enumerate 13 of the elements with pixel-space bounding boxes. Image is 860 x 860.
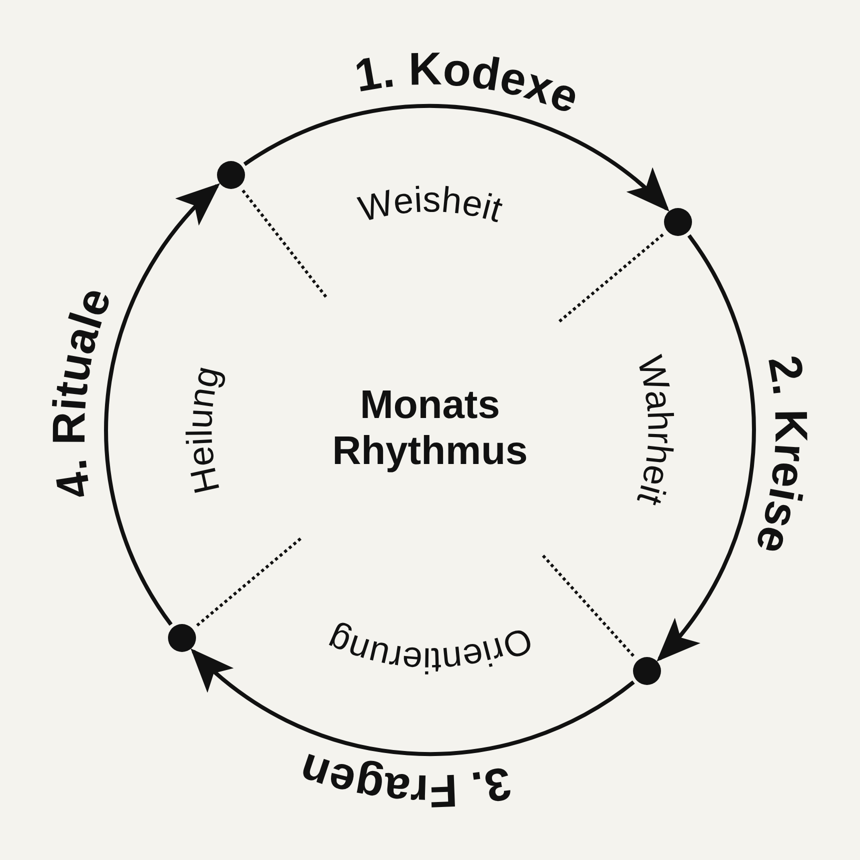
section-label: Orientierung — [321, 619, 538, 682]
section-label: Weisheit — [354, 178, 508, 230]
point-marker — [664, 208, 692, 236]
point-marker — [168, 624, 196, 652]
arrow — [104, 183, 220, 626]
point-marker — [632, 656, 661, 685]
edge-label: 3. Fragen — [292, 743, 516, 818]
center-title: Monats Rhythmus — [331, 382, 529, 474]
edge-label: 1. Kodexe — [350, 42, 586, 124]
point-marker — [216, 160, 245, 189]
arrow — [656, 234, 756, 662]
arrow — [190, 648, 635, 756]
arrow — [243, 104, 670, 212]
